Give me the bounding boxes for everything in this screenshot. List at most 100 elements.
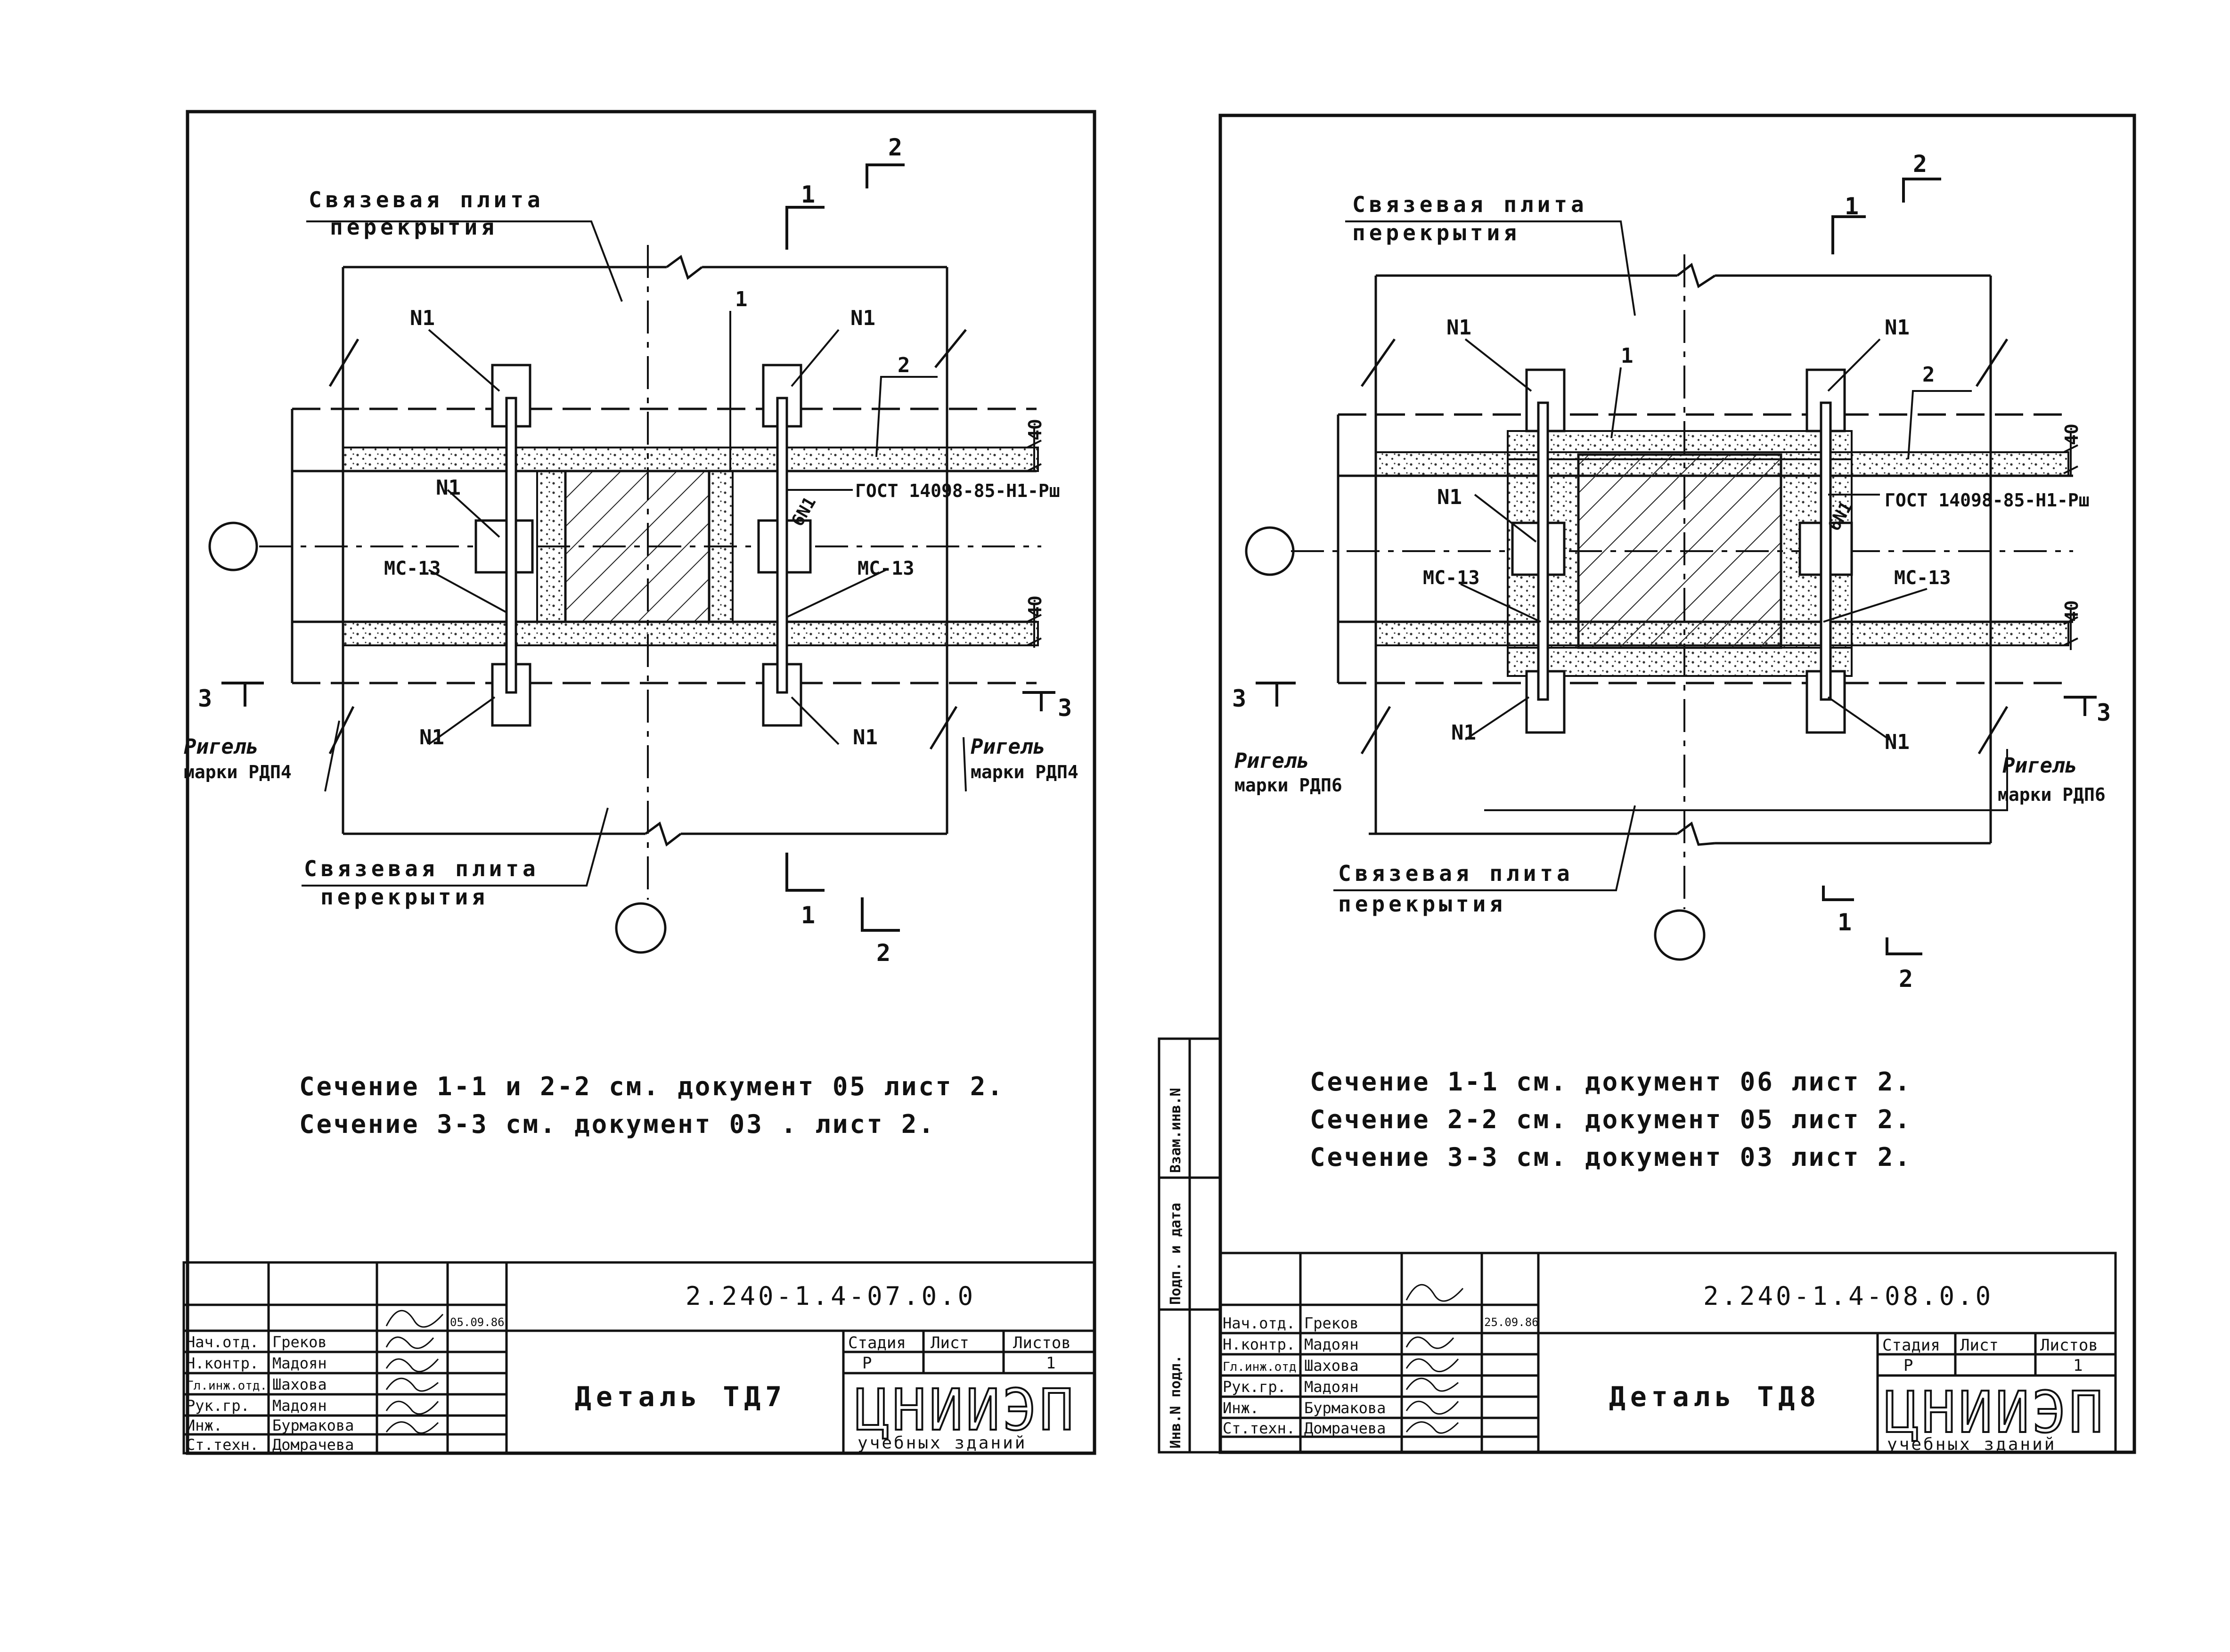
beam-right-label-1: Ригель [971, 735, 1046, 759]
section-3-left: 3 [198, 685, 212, 712]
leader-lines [1333, 220, 2008, 891]
staff-role: Н.контр. [186, 1354, 259, 1372]
sign-date: 25.09.86 [1484, 1316, 1539, 1329]
title-block [1219, 1252, 2117, 1454]
side-stamp-replace: Взам.инв.N [1168, 1088, 1184, 1173]
staff-name: Домрачева [272, 1436, 354, 1454]
beam-left-label-2: марки РДП4 [184, 762, 292, 782]
dim-40-top: 40 [1025, 419, 1046, 440]
staff-name: Шахова [1304, 1357, 1359, 1375]
section-marks [1256, 178, 2097, 955]
bar-mark-top-right: N1 [850, 306, 875, 330]
staff-name: Мадоян [1304, 1335, 1359, 1353]
section-1-bottom: 1 [801, 902, 815, 929]
bar-mark-bottom-left: N1 [419, 725, 444, 749]
staff-role: Нач.отд. [186, 1333, 259, 1351]
sheet-td8: Инв.N подл. Подп. и дата Взам.инв.N [1158, 114, 2136, 1454]
section-3-left: 3 [1232, 685, 1246, 712]
org-logo: ЦНИИЭП [1885, 1380, 2106, 1446]
staff-role: Ст.техн. [186, 1436, 259, 1454]
bar-mark-top-left: N1 [1446, 316, 1471, 340]
note-line-1: Сечение 1-1 см. документ 06 лист 2. [1310, 1067, 1912, 1097]
staff-name: Шахова [272, 1375, 327, 1393]
section-2-top: 2 [1913, 150, 1927, 178]
detail-title: Деталь ТД8 [1609, 1381, 1821, 1413]
dim-40-bottom: 40 [2061, 600, 2082, 622]
section-1-top: 1 [1845, 193, 1859, 220]
sheet-td7: Связевая плита перекрытия Связевая плита… [182, 110, 1096, 1455]
signatures [1405, 1284, 1464, 1434]
dimension-40 [2063, 431, 2078, 650]
beam-left-label-1: Ригель [1234, 749, 1309, 773]
org-subtitle: учебных зданий [1887, 1435, 2056, 1454]
topping-layer-bottom [342, 621, 1039, 646]
sheets-value: 1 [2073, 1356, 2083, 1375]
section-2-top: 2 [888, 134, 902, 161]
section-3-right: 3 [2097, 699, 2111, 726]
ms13-label-right: МС-13 [858, 558, 914, 579]
dimension-40 [1027, 426, 1042, 648]
position-1-label: 1 [1621, 344, 1634, 368]
gost-label: ГОСТ 14098-85-Н1-Рш [855, 480, 1060, 501]
staff-name: Мадоян [272, 1354, 327, 1372]
beam-left-label-2: марки РДП6 [1234, 775, 1342, 796]
sheet-header: Лист [931, 1334, 969, 1352]
section-2-bottom: 2 [1899, 965, 1913, 993]
side-stamp-inv: Инв.N подл. [1168, 1355, 1184, 1449]
slab-top-label-1: Связевая плита [1352, 192, 1588, 217]
axis-bubble-vertical [1654, 909, 1706, 961]
beam-left-label-1: Ригель [184, 735, 259, 759]
staff-role: Инж. [186, 1416, 222, 1434]
section-2-bottom: 2 [876, 939, 890, 967]
signatures [385, 1310, 444, 1434]
stage-value: Р [862, 1354, 872, 1373]
document-code: 2.240-1.4-08.0.0 [1703, 1281, 1993, 1311]
note-line-1: Сечение 1-1 и 2-2 см. документ 05 лист 2… [299, 1072, 1005, 1101]
side-stamp [1158, 1037, 1222, 1454]
note-line-2: Сечение 2-2 см. документ 05 лист 2. [1310, 1105, 1912, 1134]
sheets-header: Листов [1013, 1334, 1071, 1352]
staff-name: Бурмакова [1304, 1399, 1386, 1417]
position-2-label: 2 [1922, 363, 1935, 387]
staff-name: Бурмакова [272, 1416, 354, 1434]
position-2-label: 2 [898, 353, 910, 377]
slab-bottom-label-1: Связевая плита [304, 856, 539, 881]
slab-top-label-1: Связевая плита [309, 187, 544, 212]
staff-name: Мадоян [1304, 1378, 1359, 1396]
slab-bottom-label-1: Связевая плита [1338, 861, 1574, 886]
beam-right-label-2: марки РДП6 [1998, 784, 2106, 805]
staff-role: Гл.инж.отд. [1223, 1360, 1304, 1374]
position-1-label: 1 [735, 287, 748, 311]
stage-header: Стадия [1882, 1336, 1940, 1355]
staff-list: Нач.отд. Греков Н.контр. Мадоян Гл.инж.о… [186, 1333, 354, 1454]
staff-role: Н.контр. [1223, 1335, 1295, 1353]
sheet-frame [186, 110, 1096, 1455]
staff-role: Рук.гр. [1223, 1378, 1286, 1396]
axis-bubble-vertical [615, 902, 667, 954]
dim-40-bottom: 40 [1025, 595, 1046, 617]
bar-mark-bottom-right: N1 [853, 725, 878, 749]
ms13-label-right: МС-13 [1894, 567, 1951, 589]
stage-header: Стадия [848, 1334, 906, 1352]
sign-date: 05.09.86 [450, 1316, 505, 1329]
dim-40-top: 40 [2061, 423, 2082, 445]
bar-mark-bottom-right: N1 [1885, 730, 1910, 754]
side-stamp-sign: Подп. и дата [1168, 1203, 1184, 1305]
staff-role: Нач.отд. [1223, 1314, 1295, 1332]
bar-right [757, 364, 812, 727]
sheets-value: 1 [1046, 1354, 1055, 1373]
org-logo: ЦНИИЭП [855, 1378, 1076, 1443]
bar-mark-mid-left: N1 [1437, 485, 1462, 509]
sheets-header: Листов [2040, 1336, 2098, 1355]
bar-left [1511, 368, 1566, 734]
beam-right-label-1: Ригель [2002, 754, 2077, 778]
bar-mark-mid-left: N1 [436, 476, 461, 500]
axis-lines [1291, 254, 2073, 909]
bar-left [474, 364, 534, 727]
slab-bottom-label-2: перекрытия [320, 884, 489, 910]
ms13-label-left: МС-13 [1423, 567, 1479, 589]
detail-title: Деталь ТД7 [575, 1381, 786, 1413]
topping-layer-top [342, 447, 1039, 472]
leader-lines [302, 220, 967, 887]
